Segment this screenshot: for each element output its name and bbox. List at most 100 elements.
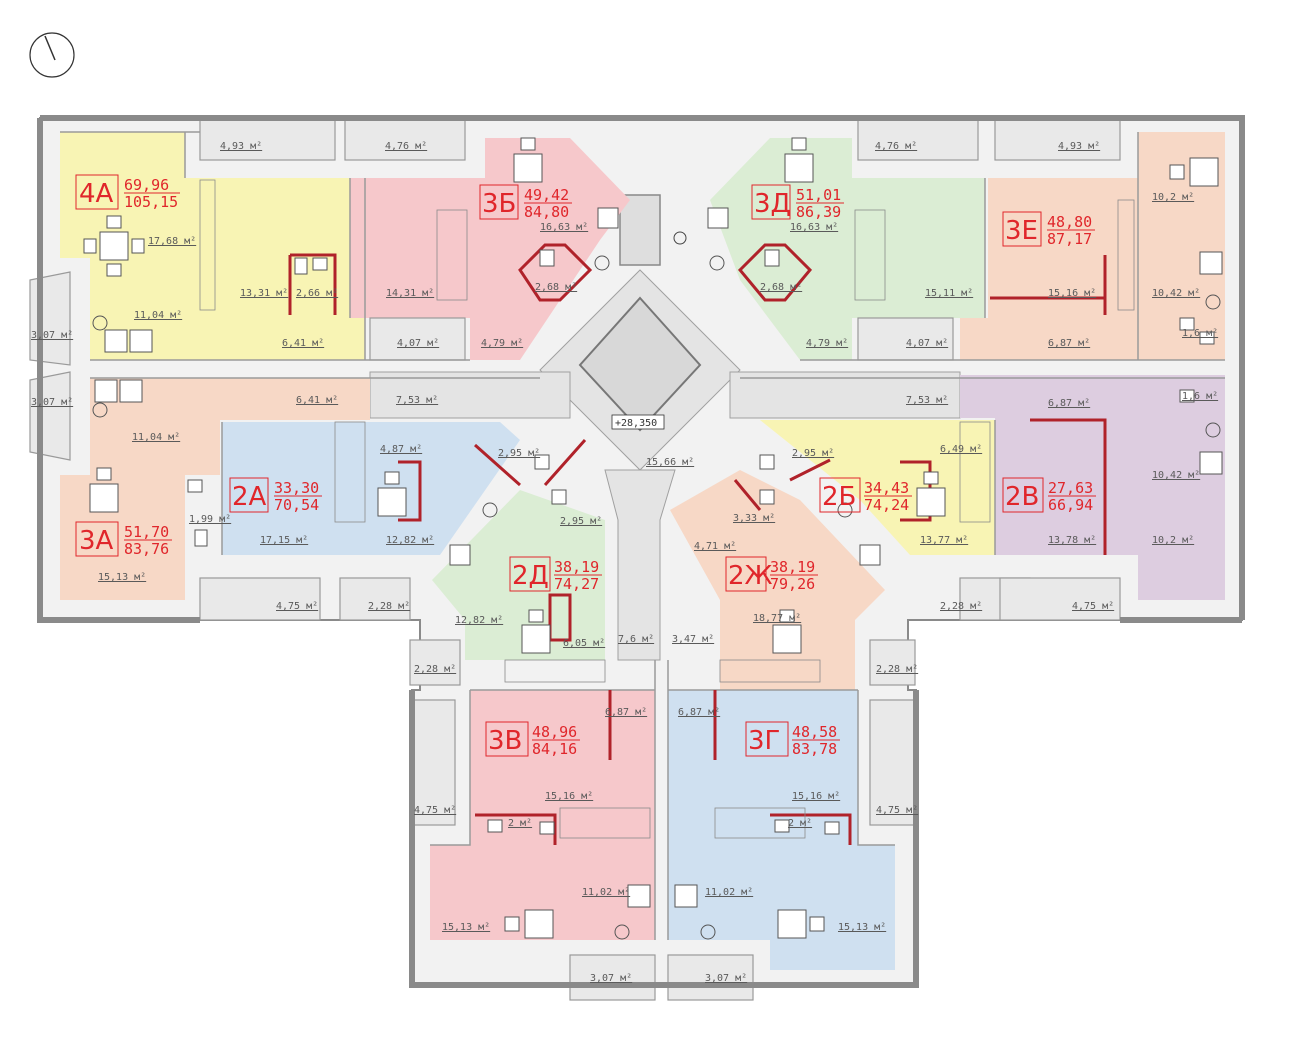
area-label: 16,63 м² [790, 222, 838, 233]
svg-text:87,17: 87,17 [1047, 230, 1092, 248]
partition-walls [288, 243, 1107, 845]
area-label: 2,66 м² [296, 288, 338, 299]
area-label: 6,49 м² [940, 444, 982, 455]
area-label: 4,75 м² [276, 601, 318, 612]
apartment-label-3e: 3Е 48,80 87,17 [1002, 211, 1095, 248]
area-label: 1,99 м² [189, 514, 231, 525]
area-label: 10,42 м² [1152, 470, 1200, 481]
area-label: 2,28 м² [940, 601, 982, 612]
area-label: 14,31 м² [386, 288, 434, 299]
apartment-fills [60, 132, 1225, 970]
apartment-label-2v: 2В 27,63 66,94 [1002, 477, 1096, 514]
svg-text:70,54: 70,54 [274, 496, 319, 514]
balconies [29, 117, 1121, 1001]
area-label: 4,93 м² [1058, 141, 1100, 152]
area-label: 15,16 м² [792, 791, 840, 802]
apartment-2zh-fill [670, 470, 885, 690]
apartment-3a-fill [60, 378, 370, 600]
area-label: 6,87 м² [605, 707, 647, 718]
apartment-3e-fill [960, 132, 1225, 360]
area-label: 4,93 м² [220, 141, 262, 152]
area-label: 3,33 м² [733, 513, 775, 524]
svg-text:48,96: 48,96 [532, 723, 577, 741]
svg-text:74,24: 74,24 [864, 496, 909, 514]
svg-text:2Б: 2Б [822, 482, 856, 512]
area-label: 12,82 м² [455, 615, 503, 626]
bathroom-icon [187, 249, 1215, 835]
dining-table-icon [83, 137, 1219, 939]
area-label: 2,95 м² [792, 448, 834, 459]
apartment-label-2zh: 2Ж 38,19 79,26 [725, 556, 818, 593]
svg-text:48,80: 48,80 [1047, 213, 1092, 231]
area-label: 15,13 м² [98, 572, 146, 583]
svg-text:3Е: 3Е [1005, 216, 1038, 246]
area-label: 15,16 м² [545, 791, 593, 802]
apartment-label-3b: 3Б 49,42 84,80 [479, 184, 572, 221]
svg-text:48,58: 48,58 [792, 723, 837, 741]
svg-text:83,78: 83,78 [792, 740, 837, 758]
area-label: 4,75 м² [1072, 601, 1114, 612]
svg-text:84,16: 84,16 [532, 740, 577, 758]
apartment-label-3d: 3Д 51,01 86,39 [751, 184, 844, 221]
svg-text:2А: 2А [232, 482, 267, 512]
area-label: 15,11 м² [925, 288, 973, 299]
svg-text:38,19: 38,19 [554, 558, 599, 576]
apartment-2a-fill [222, 422, 520, 555]
svg-text:38,19: 38,19 [770, 558, 815, 576]
area-label: 13,31 м² [240, 288, 288, 299]
elevation-label: +28,350 [615, 418, 657, 429]
svg-text:66,94: 66,94 [1048, 496, 1093, 514]
apartment-2b-fill [760, 420, 995, 555]
area-label: 15,66 м² [646, 457, 694, 468]
area-label: 1,6 м² [1182, 391, 1218, 402]
apartment-label-3g: 3Г 48,58 83,78 [745, 721, 840, 758]
area-label: 4,76 м² [875, 141, 917, 152]
area-label: 11,02 м² [582, 887, 630, 898]
area-label: 6,87 м² [678, 707, 720, 718]
svg-text:34,43: 34,43 [864, 479, 909, 497]
area-label: 7,53 м² [396, 395, 438, 406]
area-label: 2,28 м² [414, 664, 456, 675]
area-label: 6,41 м² [282, 338, 324, 349]
area-label: 13,78 м² [1048, 535, 1096, 546]
apartment-label-3a: 3А 51,70 83,76 [75, 521, 172, 558]
area-label: 15,13 м² [442, 922, 490, 933]
svg-text:3Д: 3Д [754, 189, 791, 219]
area-label: 6,87 м² [1048, 338, 1090, 349]
area-label: 6,87 м² [1048, 398, 1090, 409]
area-label: 7,6 м² [618, 634, 654, 645]
apartment-2d-fill [432, 490, 605, 660]
svg-text:51,01: 51,01 [796, 186, 841, 204]
apartment-3b-fill [350, 138, 630, 360]
apartment-label-2b: 2Б 34,43 74,24 [819, 477, 912, 514]
area-label: 4,79 м² [481, 338, 523, 349]
elevator-shaft [578, 194, 702, 432]
apartment-label-2a: 2А 33,30 70,54 [229, 477, 322, 514]
svg-text:51,70: 51,70 [124, 523, 169, 541]
area-label: 4,71 м² [694, 541, 736, 552]
svg-text:3Г: 3Г [748, 726, 780, 756]
area-label: 4,76 м² [385, 141, 427, 152]
svg-text:4А: 4А [79, 179, 114, 209]
area-label: 16,63 м² [540, 222, 588, 233]
stairs [199, 179, 1135, 839]
svg-text:69,96: 69,96 [124, 176, 169, 194]
area-label: 11,04 м² [132, 432, 180, 443]
area-label: 2 м² [788, 818, 812, 829]
apartment-label-4a: 4А 69,96 105,15 [75, 174, 180, 211]
area-label: 13,77 м² [920, 535, 968, 546]
walls [37, 115, 1245, 988]
area-label: 6,05 м² [563, 638, 605, 649]
area-label: 2,95 м² [498, 448, 540, 459]
area-label: 2,28 м² [368, 601, 410, 612]
apartment-2v-fill [960, 375, 1225, 600]
area-label: 2,68 м² [760, 282, 802, 293]
area-label: 4,79 м² [806, 338, 848, 349]
area-label: 18,77 м² [753, 613, 801, 624]
area-label: 2,95 м² [560, 516, 602, 527]
area-label: 17,68 м² [148, 236, 196, 247]
svg-text:105,15: 105,15 [124, 193, 178, 211]
svg-text:2Ж: 2Ж [728, 561, 773, 591]
area-label: 10,2 м² [1152, 192, 1194, 203]
